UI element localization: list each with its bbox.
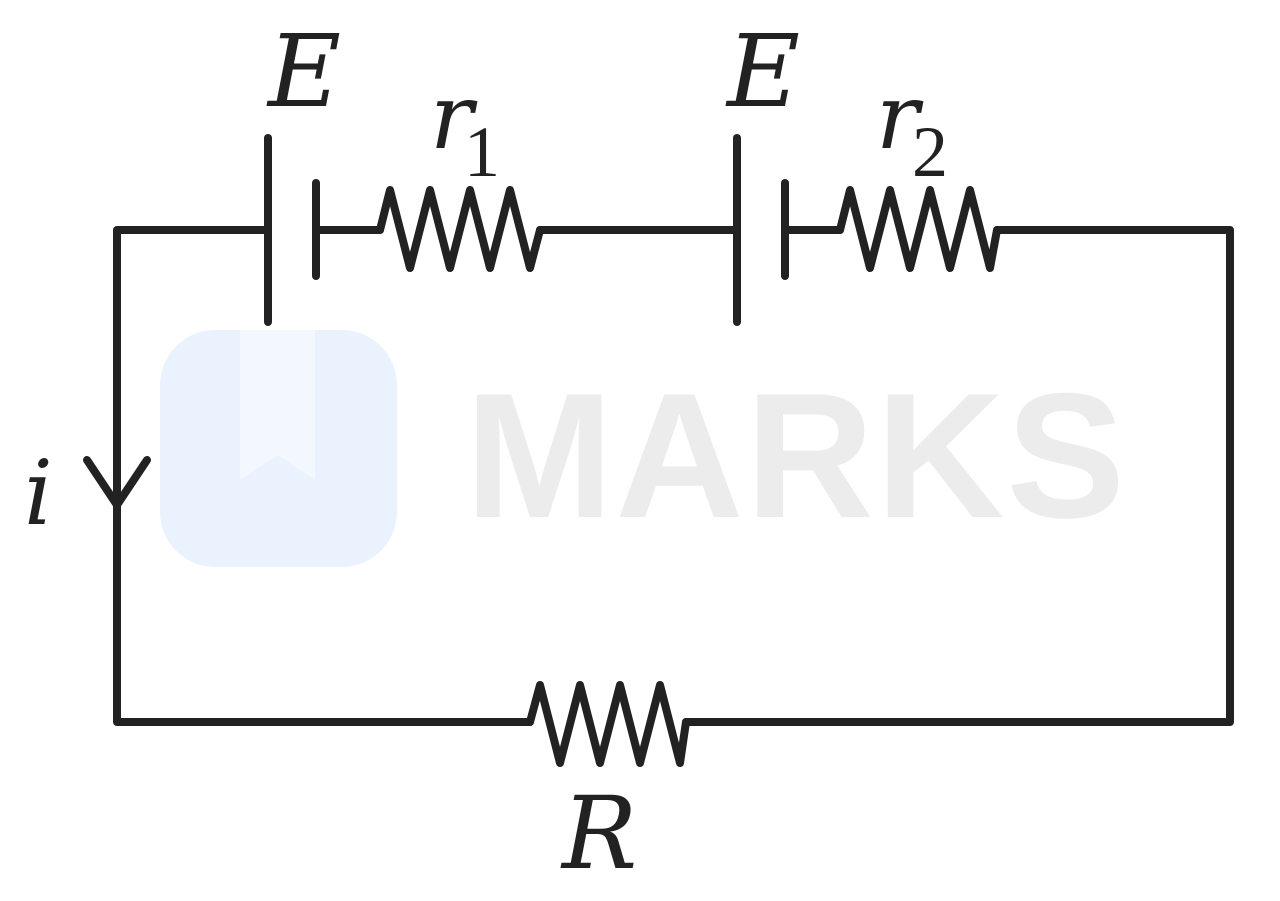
resistor-r1 [376,186,544,272]
current-label: i [24,441,53,546]
cell-2 [733,134,789,326]
resistor-R [526,681,690,767]
load-resistor-label: R [560,775,637,892]
watermark-text: MARKS [465,356,1125,555]
bookmark-icon [240,330,315,480]
resistor-r2 [836,186,1001,272]
wire-right [682,226,1234,726]
watermark: MARKS [160,330,1125,567]
emf-label-1: E [266,13,341,130]
wire-left [113,226,534,726]
resistor-r2-label: r [876,65,924,170]
current-arrow-icon [83,456,151,509]
resistor-r1-subscript: 1 [464,112,500,192]
resistor-r2-subscript: 2 [912,112,948,192]
emf-label-2: E [725,13,800,130]
cell-1 [264,134,320,326]
resistor-r1-label: r [430,65,478,170]
